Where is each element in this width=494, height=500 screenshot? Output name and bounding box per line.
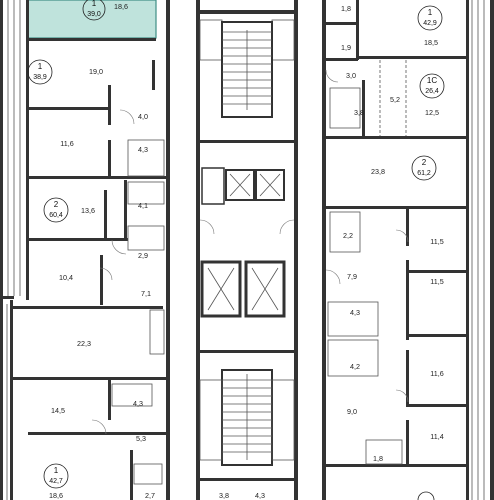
- room-area: 22,3: [77, 339, 91, 348]
- unit-badge-cut: [417, 491, 435, 500]
- room-area: 11,6: [430, 369, 443, 378]
- unit-number: 1: [38, 62, 43, 71]
- room-area: 11,6: [60, 139, 73, 148]
- stair-treads-top: [222, 30, 272, 110]
- room-area: 1,9: [341, 43, 351, 52]
- room-area: 13,6: [81, 206, 95, 215]
- room-area: 5,2: [390, 95, 400, 104]
- room-area: 4,2: [350, 362, 360, 371]
- room-area: 7,1: [141, 289, 151, 298]
- room-area: 5,3: [136, 434, 146, 443]
- room-area: 2,7: [145, 491, 155, 500]
- central-core: [196, 0, 298, 500]
- unit-badge[interactable]: 1 42,7: [43, 463, 69, 489]
- unit-area: 26,4: [425, 88, 439, 95]
- unit-badge[interactable]: 1 38,9: [27, 59, 53, 85]
- unit-number: 2: [54, 200, 59, 209]
- unit-area: 42,7: [49, 478, 63, 485]
- room-area: 3,8: [219, 491, 229, 500]
- room-area: 18,6: [49, 491, 63, 500]
- room-area: 11,4: [430, 432, 443, 441]
- unit-number: 1: [428, 8, 433, 17]
- room-area: 23,8: [371, 167, 385, 176]
- room-area: 7,9: [347, 272, 357, 281]
- room-area: 3,8: [354, 108, 364, 117]
- room-area: 2,9: [138, 251, 148, 260]
- unit-number: 1: [92, 0, 97, 8]
- unit-area: 39,0: [87, 11, 101, 18]
- unit-number: 1: [54, 466, 59, 475]
- room-area: 4,1: [138, 201, 148, 210]
- room-area: 4,3: [255, 491, 265, 500]
- room-labels: 18,6 19,0 4,0 11,6 4,3 13,6 4,1 2,9 10,4…: [49, 2, 444, 500]
- room-area: 14,5: [51, 406, 65, 415]
- unit-badge[interactable]: 1С 26,4: [419, 73, 445, 99]
- room-area: 4,3: [138, 145, 148, 154]
- unit-badge[interactable]: 2 61,2: [411, 155, 437, 181]
- room-area: 3,0: [346, 71, 356, 80]
- unit-badge[interactable]: 2 60,4: [43, 197, 69, 223]
- left-wing-walls: [0, 0, 170, 500]
- unit-badge[interactable]: 1 42,9: [417, 5, 443, 31]
- stair-treads-bottom: [222, 374, 272, 460]
- unit-number: 2: [422, 158, 427, 167]
- room-area: 10,4: [59, 273, 73, 282]
- unit-area: 38,9: [33, 74, 47, 81]
- room-area: 12,5: [425, 108, 439, 117]
- right-wing-walls: [322, 0, 494, 500]
- room-area: 18,6: [114, 2, 128, 11]
- room-area: 9,0: [347, 407, 357, 416]
- unit-area: 61,2: [417, 170, 431, 177]
- room-area: 4,3: [350, 308, 360, 317]
- room-area: 11,5: [430, 277, 443, 286]
- unit-area: 60,4: [49, 212, 63, 219]
- room-area: 18,5: [424, 38, 438, 47]
- room-area: 1,8: [341, 4, 351, 13]
- room-area: 19,0: [89, 67, 103, 76]
- room-area: 11,5: [430, 237, 443, 246]
- unit-number: 1С: [427, 76, 437, 85]
- room-area: 2,2: [343, 231, 353, 240]
- unit-badge[interactable]: 1 39,0: [82, 0, 106, 21]
- room-area: 4,3: [133, 399, 143, 408]
- unit-area: 42,9: [423, 20, 437, 27]
- room-area: 1,8: [373, 454, 383, 463]
- room-area: 4,0: [138, 112, 148, 121]
